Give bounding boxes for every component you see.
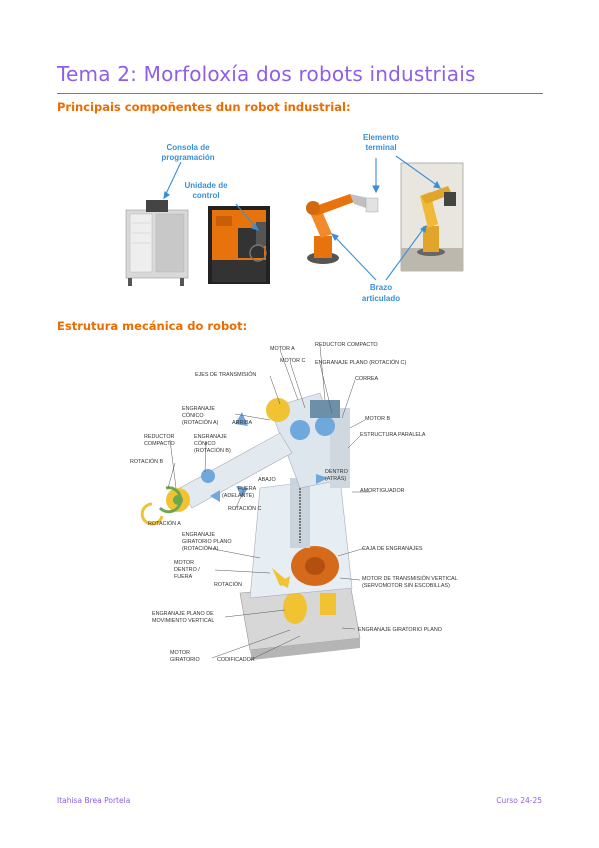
page-title: Tema 2: Morfoloxía dos robots industriai… (57, 62, 476, 86)
label-engranaje-conico-b-1: ENGRANAJE (194, 434, 227, 440)
label-motor-dentro-fuera-3: FUERA (174, 574, 193, 580)
label-fuera-1: FUERA (238, 486, 257, 492)
label-motor-b: MOTOR B (365, 416, 390, 422)
control-cabinet-orange (208, 206, 270, 284)
label-abajo: ABAJO (258, 477, 276, 483)
robot-body (249, 477, 353, 599)
label-engranaje-conico-b-3: (ROTACIÓN B) (194, 447, 231, 454)
label-arm-line2: articulado (362, 294, 400, 303)
label-control-line1: Unidade de (184, 181, 228, 190)
label-rotacion: ROTACIÓN (214, 581, 242, 588)
label-dentro-1: DENTRO (325, 469, 348, 475)
label-motor-c: MOTOR C (280, 358, 305, 364)
label-fuera-2: (ADELANTE) (222, 493, 254, 499)
footer-course: Curso 24-25 (496, 796, 542, 805)
control-cabinet-white (125, 200, 189, 286)
label-dentro-2: (ATRÁS) (325, 475, 346, 482)
label-amortiguador: AMORTIGUADOR (360, 488, 405, 494)
label-control-line2: control (192, 191, 219, 200)
label-rotacion-a: ROTACIÓN A (148, 520, 181, 527)
label-caja-engranajes: CAJA DE ENGRANAJES (362, 546, 423, 552)
label-arriba: ARRIBA (232, 420, 252, 426)
robot-forearm (158, 432, 293, 514)
label-console-line1: Consola de (166, 143, 210, 152)
component-callout-arrows (163, 155, 441, 281)
label-correa: CORREA (355, 376, 378, 382)
title-underline (57, 93, 543, 94)
label-motor-a: MOTOR A (270, 346, 295, 352)
label-engranaje-giratorio-3: (ROTACIÓN A) (182, 545, 219, 552)
motion-arrows (140, 412, 328, 588)
mechanical-structure-figure: MOTOR A MOTOR C REDUCTOR COMPACTO ENGRAN… (130, 342, 458, 663)
label-motor-transmision-vertical-1: MOTOR DE TRANSMISIÓN VERTICAL (362, 575, 458, 582)
label-terminal-line2: terminal (365, 143, 396, 152)
label-reductor-compacto-2: COMPACTO (144, 441, 175, 447)
label-engranaje-plano-c: ENGRANAJE PLANO (ROTACIÓN C) (315, 359, 406, 366)
label-reductor-compacto-1: REDUCTOR (144, 434, 175, 440)
label-motor-dentro-fuera-1: MOTOR (174, 560, 194, 566)
label-engranaje-giratorio-plano: ENGRANAJE GIRATORIO PLANO (358, 627, 442, 633)
orange-robot-arm (306, 194, 379, 264)
label-terminal-line1: Elemento (363, 133, 399, 142)
robot-upper-arm (266, 392, 351, 489)
label-rotacion-b: ROTACIÓN B (130, 458, 164, 465)
label-engranaje-conico-a-1: ENGRANAJE (182, 406, 215, 412)
components-figure: Consola de programación Unidade de contr… (125, 133, 464, 303)
label-motor-giratorio-2: GIRATORIO (170, 657, 200, 663)
label-arm-line1: Brazo (370, 283, 392, 292)
label-codificador: CODIFICADOR (217, 657, 255, 663)
label-engranaje-conico-b-2: CÓNICO (194, 440, 216, 447)
label-console-line2: programación (161, 153, 214, 162)
section-heading-mechanical: Estrutura mecánica do robot: (57, 319, 248, 333)
label-leader-lines (167, 345, 370, 661)
robot-base (239, 582, 361, 660)
section-heading-components: Principais compoñentes dun robot industr… (57, 100, 351, 114)
yellow-robot-photo (400, 162, 464, 272)
label-estructura-paralela: ESTRUCTURA PARALELA (360, 432, 426, 438)
footer-author: Itahisa Brea Portela (57, 796, 131, 805)
label-ejes-transmision: EJES DE TRANSMISIÓN (195, 371, 256, 378)
label-engranaje-giratorio-2: GIRATORIO PLANO (182, 539, 232, 545)
label-engranaje-plano-movimiento-1: ENGRANAJE PLANO DE (152, 611, 214, 617)
label-motor-giratorio-1: MOTOR (170, 650, 190, 656)
label-rotacion-c: ROTACIÓN C (228, 505, 262, 512)
label-motor-dentro-fuera-2: DENTRO / (174, 567, 200, 573)
label-engranaje-giratorio-1: ENGRANAJE (182, 532, 215, 538)
label-engranaje-conico-a-3: (ROTACIÓN A) (182, 419, 219, 426)
label-motor-transmision-vertical-2: (SERVOMOTOR SIN ESCOBILLAS) (362, 583, 450, 589)
label-engranaje-plano-movimiento-2: MOVIMIENTO VERTICAL (152, 618, 214, 624)
label-reductor-compacto-top: REDUCTOR COMPACTO (315, 342, 378, 348)
label-engranaje-conico-a-2: CÓNICO (182, 412, 204, 419)
